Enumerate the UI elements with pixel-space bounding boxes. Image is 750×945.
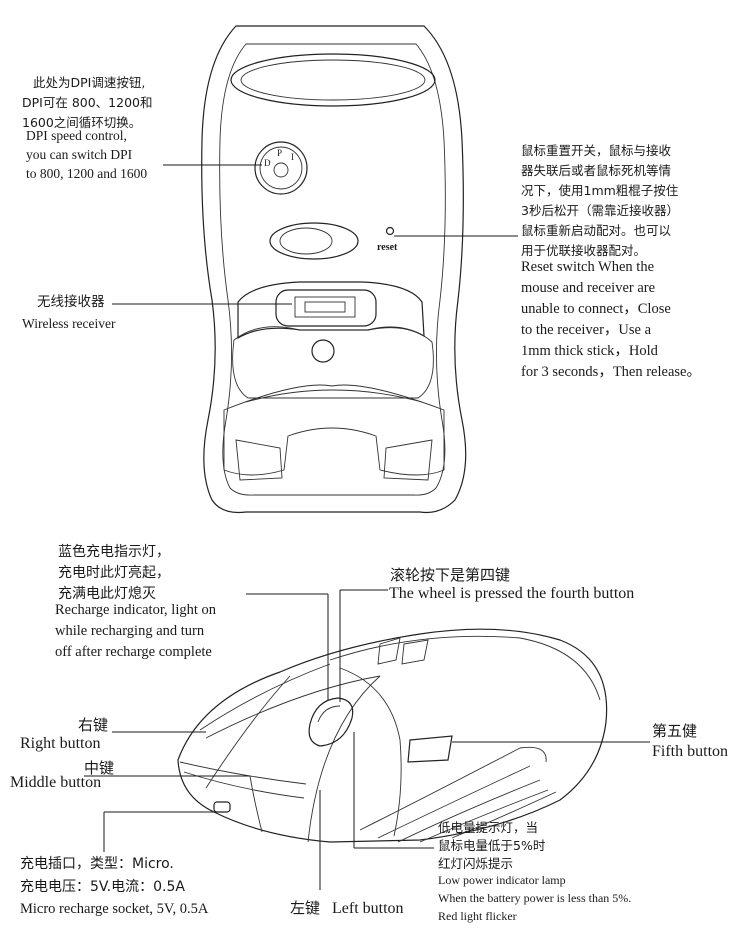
- top-slot: [230, 53, 436, 107]
- fifth-button-cn: 第五健: [652, 722, 697, 740]
- scroll-wheel[interactable]: [308, 697, 354, 747]
- reset-en-line-4: to the receiver，Use a: [521, 322, 652, 338]
- dpi-letter-d: D: [264, 158, 271, 168]
- dpi-en-line-3: to 800, 1200 and 1600: [26, 166, 147, 181]
- indicator-en-line-3: off after recharge complete: [55, 644, 212, 660]
- middle-button-cn: 中键: [84, 759, 114, 777]
- receiver-callout: 无线接收器 Wireless receiver: [22, 293, 292, 331]
- middle-button-callout: 中键 Middle button: [10, 759, 250, 791]
- charging-cn-line-1: 充电插口，类型：Micro.: [20, 856, 174, 872]
- dpi-cn-line-1: 此处为DPI调速按钮,: [33, 75, 145, 90]
- low-power-en-line-1: Low power indicator lamp: [438, 873, 566, 887]
- wheel-callout: 滚轮按下是第四键 The wheel is pressed the fourth…: [339, 566, 634, 702]
- right-button-cn: 右键: [78, 716, 108, 734]
- indicator-callout: 蓝色充电指示灯， 充电时此灯亮起， 充满电此灯熄灭 Recharge indic…: [55, 543, 329, 700]
- reset-en-line-5: 1mm thick stick，Hold: [521, 343, 659, 359]
- brand-logo-icon: [377, 637, 429, 665]
- dpi-callout: 此处为DPI调速按钮, DPI可在 800、1200和 1600之间循环切换。 …: [22, 75, 262, 181]
- right-foot: [383, 439, 433, 481]
- reset-cn-line-6: 用于优联接收器配对。: [521, 243, 646, 258]
- indicator-cn-line-2: 充电时此灯亮起，: [58, 564, 170, 581]
- mouse-bottom-view: D P I reset: [201, 25, 467, 514]
- mouse-side-view: [177, 628, 608, 843]
- wheel-en: The wheel is pressed the fourth button: [389, 585, 634, 602]
- dpi-letter-p: P: [277, 148, 282, 158]
- dpi-cn-line-3: 1600之间循环切换。: [22, 115, 141, 130]
- reset-hole[interactable]: [385, 226, 395, 236]
- dpi-cn-line-2: DPI可在 800、1200和: [22, 95, 153, 110]
- indicator-en-line-1: Recharge indicator, light on: [55, 602, 217, 618]
- reset-cn-line-1: 鼠标重置开关，鼠标与接收: [521, 143, 672, 158]
- indicator-cn-line-3: 充满电此灯熄灭: [58, 585, 156, 602]
- center-pill: [269, 222, 359, 260]
- low-power-cn-line-2: 鼠标电量低于5%时: [438, 838, 546, 853]
- charging-en: Micro recharge socket, 5V, 0.5A: [20, 901, 209, 917]
- low-power-cn-line-1: 低电量提示灯，当: [438, 820, 538, 835]
- fifth-button-callout: 第五健 Fifth button: [452, 722, 728, 760]
- sensor-lens: [311, 339, 335, 363]
- receiver-en: Wireless receiver: [22, 316, 116, 331]
- middle-button-en: Middle button: [10, 774, 101, 791]
- receiver-compartment: [237, 281, 425, 340]
- receiver-cn: 无线接收器: [37, 293, 105, 310]
- dpi-knob[interactable]: D P I: [254, 141, 308, 195]
- charging-callout: 充电插口，类型：Micro. 充电电压：5V.电流：0.5A Micro rec…: [20, 811, 222, 917]
- reset-cn-line-2: 器失联后或者鼠标死机等情: [521, 163, 671, 178]
- low-power-callout: 低电量提示灯，当 鼠标电量低于5%时 红灯闪烁提示 Low power indi…: [353, 732, 631, 923]
- indicator-cn-line-1: 蓝色充电指示灯，: [58, 543, 170, 560]
- indicator-en-line-2: while recharging and turn: [55, 623, 205, 639]
- reset-callout: 鼠标重置开关，鼠标与接收 器失联后或者鼠标死机等情 况下，使用1mm粗棍子按住 …: [394, 143, 701, 380]
- reset-marker: reset: [377, 242, 398, 253]
- fifth-button[interactable]: [407, 735, 453, 763]
- right-button-en: Right button: [20, 735, 100, 752]
- left-foot: [235, 439, 283, 481]
- reset-cn-line-4: 3秒后松开（需靠近接收器）: [521, 203, 679, 218]
- reset-cn-line-3: 况下，使用1mm粗棍子按住: [521, 183, 679, 198]
- dpi-en-line-2: you can switch DPI: [26, 147, 133, 162]
- right-button-callout: 右键 Right button: [20, 716, 206, 752]
- reset-en-line-6: for 3 seconds，Then release。: [521, 364, 701, 380]
- reset-en-line-1: Reset switch When the: [521, 259, 654, 275]
- receiver-slot[interactable]: [275, 289, 377, 327]
- charging-port: [213, 801, 231, 813]
- low-power-cn-line-3: 红灯闪烁提示: [438, 856, 513, 871]
- dpi-en-line-1: DPI speed control,: [26, 128, 127, 143]
- low-power-en-line-3: Red light flicker: [438, 909, 517, 923]
- fifth-button-en: Fifth button: [652, 743, 728, 760]
- low-power-en-line-2: When the battery power is less than 5%.: [438, 891, 631, 905]
- charging-cn-line-2: 充电电压：5V.电流：0.5A: [20, 879, 185, 895]
- left-button-cn: 左键: [290, 899, 320, 917]
- wheel-cn: 滚轮按下是第四键: [390, 566, 510, 584]
- left-button-callout: 左键 Left button: [290, 790, 404, 917]
- left-button-en: Left button: [332, 900, 404, 917]
- reset-en-line-2: mouse and receiver are: [521, 280, 655, 296]
- reset-cn-line-5: 鼠标重新启动配对。也可以: [521, 223, 672, 238]
- reset-en-line-3: unable to connect，Close: [521, 301, 671, 317]
- dpi-letter-i: I: [291, 152, 294, 162]
